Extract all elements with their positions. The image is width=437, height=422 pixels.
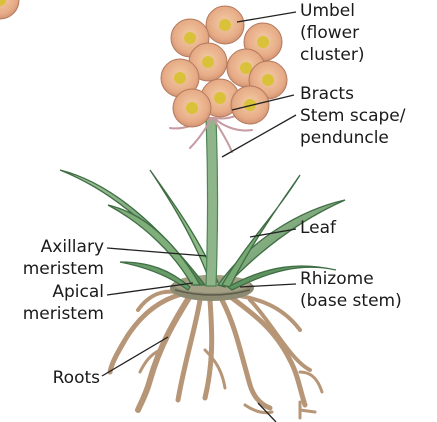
label-rhizome: Rhizome (base stem) (300, 268, 402, 312)
leader-axillary (107, 248, 206, 256)
stem-drawing (206, 118, 218, 286)
label-bracts: Bracts (300, 83, 354, 105)
label-leaf: Leaf (300, 217, 336, 239)
roots-drawing (110, 292, 322, 418)
label-axillary-meristem: Axillary meristem (0, 236, 104, 280)
label-apical-meristem: Apical meristem (0, 281, 104, 325)
label-umbel: Umbel (flower cluster) (300, 0, 364, 66)
label-stem-scape: Stem scape/ penduncle (300, 105, 405, 149)
leader-umbel (237, 12, 296, 22)
label-roots: Roots (0, 367, 100, 389)
umbel-drawing (0, 0, 287, 127)
